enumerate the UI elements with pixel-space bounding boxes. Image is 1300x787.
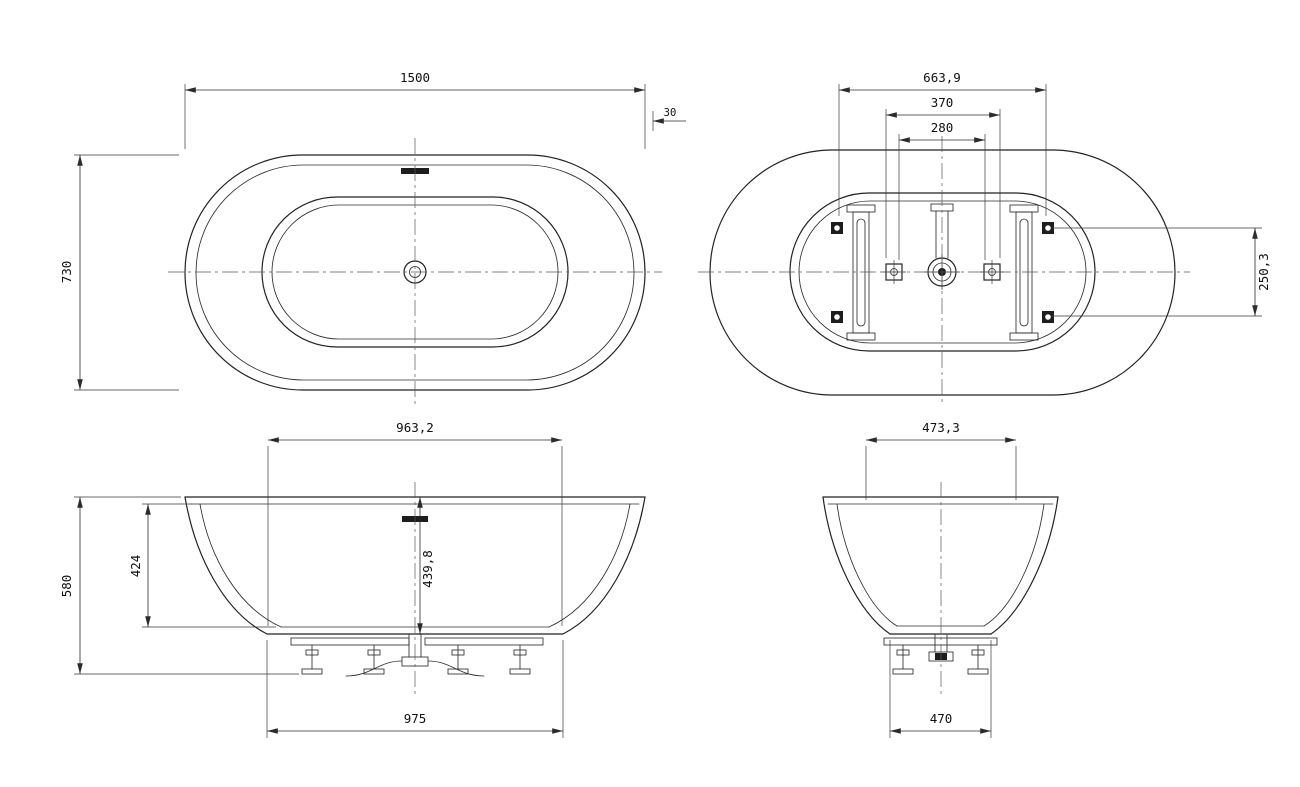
dim-bracket-spacing: 250,3: [1256, 253, 1271, 291]
dim-overall-height: 580: [59, 575, 74, 598]
front-view: 963,2 424 439,8 580 975: [59, 420, 646, 738]
dim-base-width-front: 975: [404, 711, 427, 726]
support-frame-side: [883, 633, 998, 675]
dim-rim-offset: 30: [664, 107, 677, 119]
tub-outer-edge-bottom: [709, 149, 1176, 396]
foot: [967, 644, 989, 675]
dim-top-inner-width: 963,2: [396, 420, 434, 435]
foot: [892, 644, 914, 675]
outer-wall-left: [184, 496, 268, 635]
outer-wall-left-side: [822, 496, 891, 635]
dim-top-inner-width-side: 473,3: [922, 420, 960, 435]
dim-top-width: 730: [59, 261, 74, 284]
foot: [301, 644, 323, 675]
side-view: 473,3 470: [822, 420, 1059, 738]
mounting-rail-right: [1009, 204, 1054, 341]
overflow-pipe: [935, 210, 949, 259]
dim-inner-depth: 424: [128, 555, 143, 578]
dim-base-width-side: 470: [930, 711, 953, 726]
outer-wall-right: [562, 496, 646, 635]
bottom-view: 663,9 370 280 250,3: [698, 70, 1271, 404]
dim-fixing-outer: 370: [931, 95, 954, 110]
foot: [363, 644, 385, 675]
mounting-rail-left: [831, 204, 876, 341]
dim-center-depth: 439,8: [420, 550, 435, 588]
outer-wall-right-side: [990, 496, 1059, 635]
dim-fixing-inner: 280: [931, 120, 954, 135]
dim-bracket-span: 663,9: [923, 70, 961, 85]
dim-top-length: 1500: [400, 70, 430, 85]
foot: [509, 644, 531, 675]
support-frame-front: [290, 633, 544, 677]
top-view: 1500 30 730: [59, 70, 686, 406]
foot: [447, 644, 469, 675]
